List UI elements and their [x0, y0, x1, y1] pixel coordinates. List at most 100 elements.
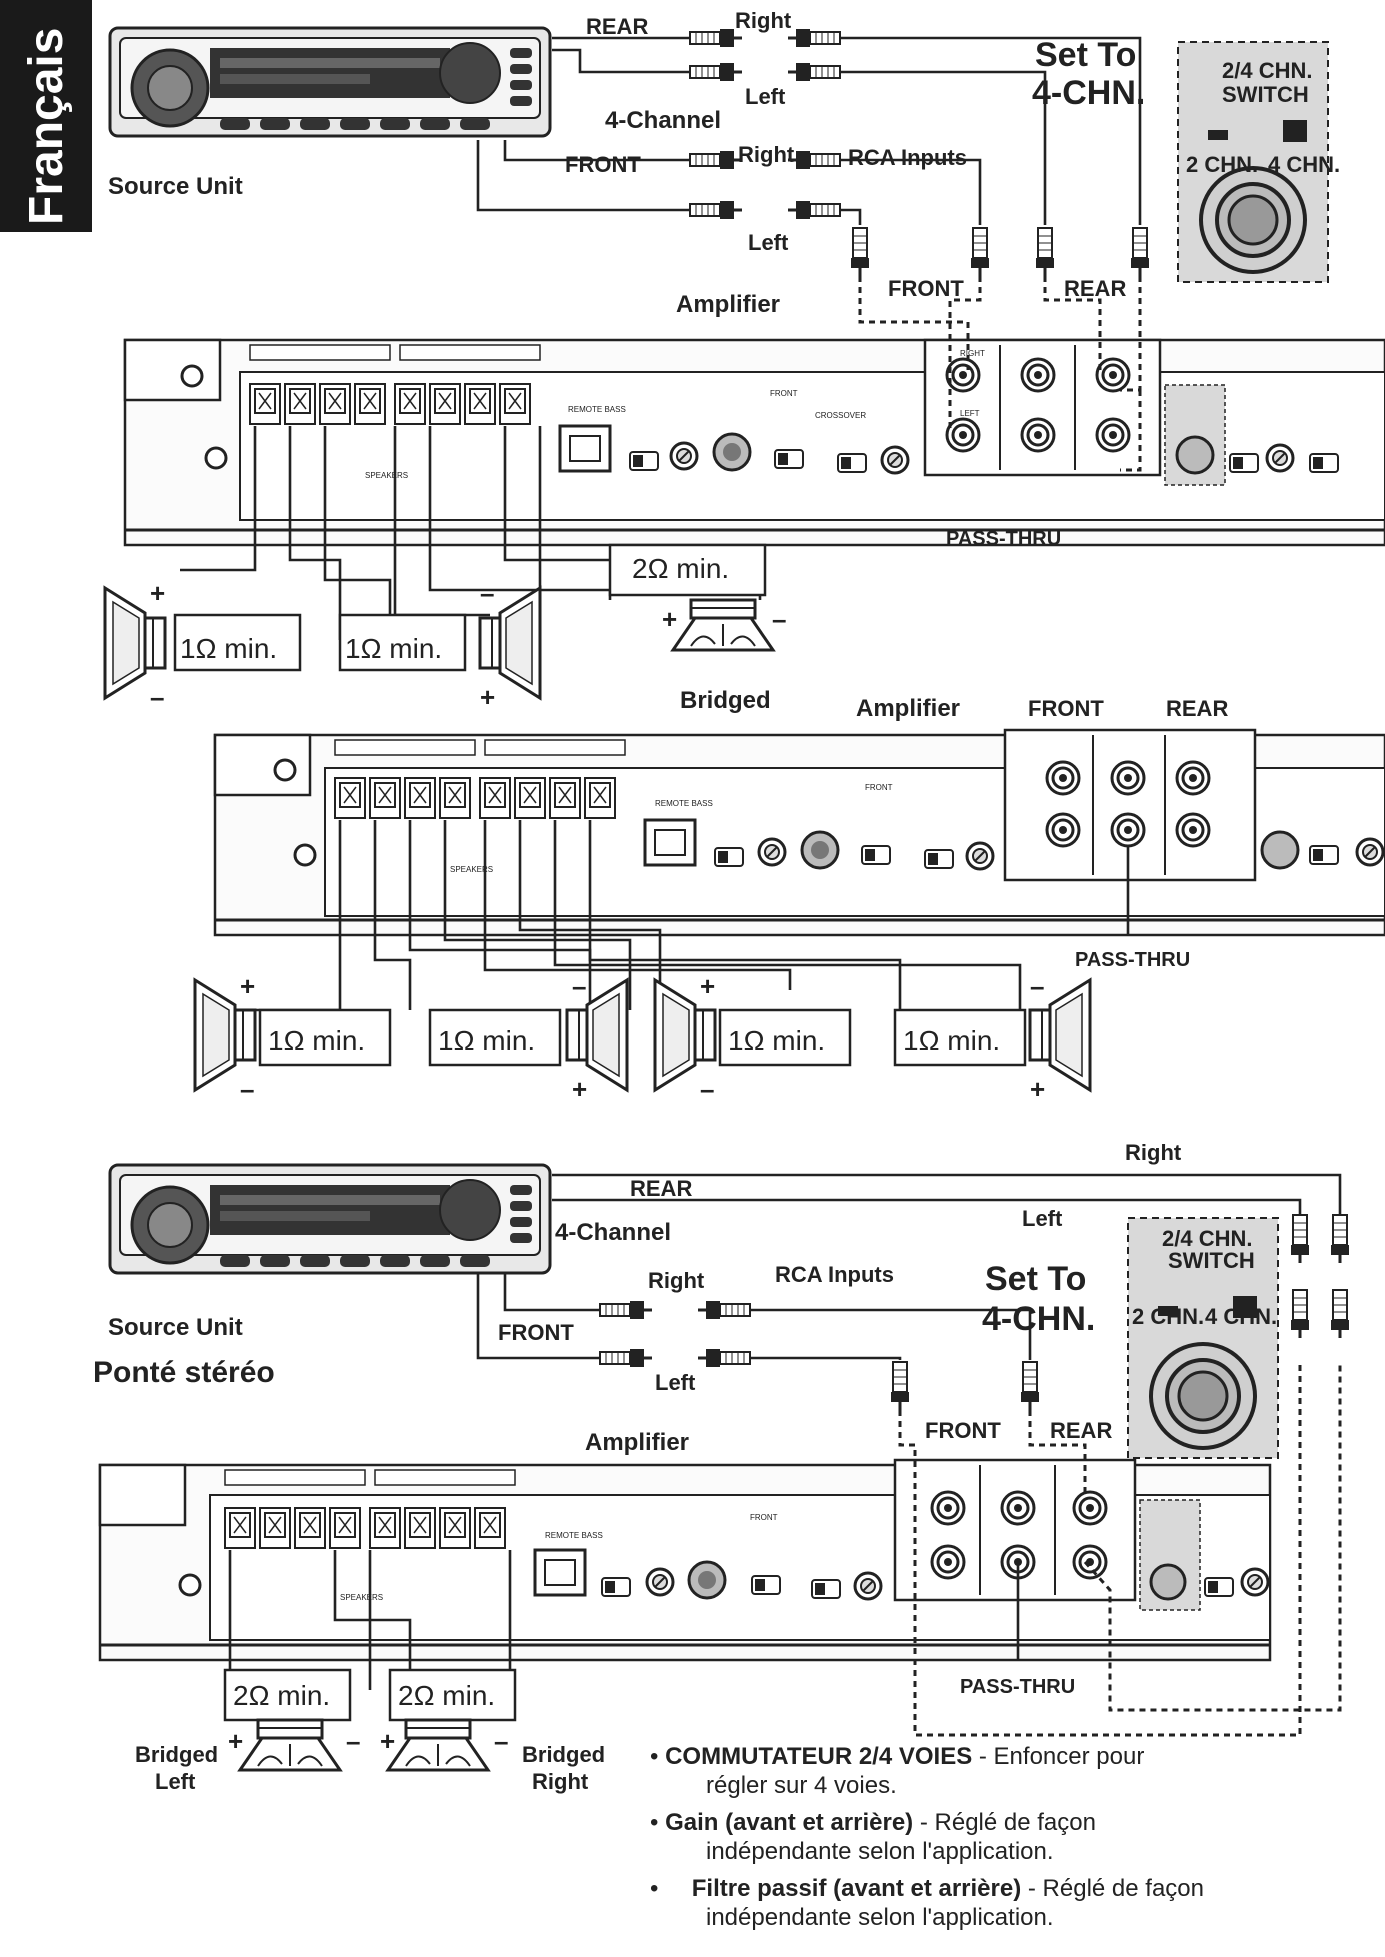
rca-inputs-label-1: RCA Inputs: [848, 145, 967, 170]
front-jack-label-2: FRONT: [1028, 696, 1104, 721]
right-label-1b: Right: [738, 142, 795, 167]
instruction-bold-0: COMMUTATEUR 2/4 VOIES: [665, 1743, 973, 1770]
minus-2a: –: [240, 1074, 254, 1104]
ohm-label-2b: 1Ω min.: [438, 1025, 535, 1056]
minus-1b: –: [480, 578, 494, 608]
two-chn-label-2: 2 CHN.: [1132, 1304, 1204, 1329]
remote-bass-3: REMOTE BASS: [545, 1531, 603, 1540]
pass-thru-label-1: PASS-THRU: [946, 528, 1061, 550]
four-chn-label-1: 4-CHN.: [1032, 74, 1145, 112]
plus-1b: +: [480, 682, 495, 712]
minus-1a: –: [150, 682, 164, 712]
ponte-stereo-label: Ponté stéréo: [93, 1356, 275, 1389]
right-label-3a: Right: [1125, 1140, 1182, 1165]
switch-title-2b: SWITCH: [1168, 1248, 1255, 1273]
four-chn-short-label-1: 4 CHN.: [1268, 152, 1340, 177]
ohm-label-1c: 2Ω min.: [632, 553, 729, 584]
plus-1a: +: [150, 578, 165, 608]
language-tab-label: Français: [20, 28, 73, 225]
right-label-3b: Right: [648, 1268, 705, 1293]
amplifier-2: [213, 728, 1385, 937]
ohm-label-3b: 2Ω min.: [398, 1680, 495, 1711]
ohm-label-1a: 1Ω min.: [180, 633, 277, 664]
instruction-text-2: - Réglé de façon: [1021, 1875, 1204, 1902]
speaker-3-right: [386, 1718, 490, 1772]
ohm-label-3a: 2Ω min.: [233, 1680, 330, 1711]
speaker-1-bridged: [671, 598, 775, 652]
rear-jack-label-1: REAR: [1064, 276, 1126, 301]
plus-3a: +: [228, 1726, 243, 1756]
front-label-1: FRONT: [565, 152, 641, 177]
remote-bass-2: REMOTE BASS: [655, 799, 713, 808]
minus-1c: –: [772, 604, 786, 634]
four-chn-short-label-2: 4 CHN.: [1205, 1304, 1277, 1329]
panel-crossover-1: CROSSOVER: [815, 411, 866, 420]
minus-2c: –: [700, 1074, 714, 1104]
two-chn-label-1: 2 CHN.: [1186, 152, 1258, 177]
left-label-1b: Left: [748, 230, 789, 255]
instruction-item: • COMMUTATEUR 2/4 VOIES - Enfoncer pour …: [650, 1742, 1350, 1800]
instruction-item: • Filtre passif (avant et arrière) - Rég…: [650, 1874, 1350, 1932]
speaker-3-left: [238, 1718, 342, 1772]
amplifier-label-2: Amplifier: [856, 695, 960, 722]
source-unit-label-2: Source Unit: [108, 1314, 243, 1341]
front-label-3: FRONT: [498, 1320, 574, 1345]
source-unit-1: [108, 26, 552, 138]
instruction-text-1: - Réglé de façon: [913, 1809, 1096, 1836]
plus-2a: +: [240, 971, 255, 1001]
four-channel-label-1: 4-Channel: [605, 107, 721, 134]
rca-inputs-label-2: RCA Inputs: [775, 1262, 894, 1287]
four-chn-label-2: 4-CHN.: [982, 1300, 1095, 1338]
left-label-3a: Left: [1022, 1206, 1063, 1231]
amplifier-label-3: Amplifier: [585, 1429, 689, 1456]
panel-front-2: FRONT: [865, 783, 893, 792]
source-unit-2: [108, 1163, 552, 1275]
amplifier-label-1: Amplifier: [676, 291, 780, 318]
left-label-1a: Left: [745, 84, 786, 109]
instruction-text-0: - Enfoncer pour: [972, 1743, 1145, 1770]
plus-1c: +: [662, 604, 677, 634]
bridged-label-1: Bridged: [680, 687, 771, 714]
minus-2d: –: [1030, 971, 1044, 1001]
ohm-label-2a: 1Ω min.: [268, 1025, 365, 1056]
four-channel-label-2: 4-Channel: [555, 1219, 671, 1246]
language-tab: [0, 0, 92, 232]
panel-speakers-1: SPEAKERS: [365, 471, 408, 480]
jack-left-1: LEFT: [960, 409, 980, 418]
rear-label-3: REAR: [630, 1176, 692, 1201]
remote-bass-1: REMOTE BASS: [568, 405, 626, 414]
plus-2b: +: [572, 1074, 587, 1104]
ohm-label-1b: 1Ω min.: [345, 633, 442, 664]
plus-3b: +: [380, 1726, 395, 1756]
instruction-item: • Gain (avant et arrière) - Réglé de faç…: [650, 1808, 1350, 1866]
switch-title-1a: 2/4 CHN.: [1222, 58, 1312, 83]
pass-thru-label-2: PASS-THRU: [1075, 949, 1190, 971]
bridged-left-label-1: Bridged: [135, 1742, 218, 1767]
instruction-cont-0: régler sur 4 voies.: [706, 1772, 897, 1799]
panel-front-3: FRONT: [750, 1513, 778, 1522]
panel-speakers-3: SPEAKERS: [340, 1593, 383, 1602]
bridged-right-label-2: Right: [532, 1769, 589, 1794]
bridged-right-label-1: Bridged: [522, 1742, 605, 1767]
instruction-cont-1: indépendante selon l'application.: [706, 1838, 1054, 1865]
panel-speakers-2: SPEAKERS: [450, 865, 493, 874]
instruction-bold-1: Gain (avant et arrière): [665, 1809, 914, 1836]
instruction-list: • COMMUTATEUR 2/4 VOIES - Enfoncer pour …: [650, 1742, 1350, 1940]
plus-2c: +: [700, 971, 715, 1001]
set-to-label-2: Set To: [985, 1260, 1086, 1298]
front-jack-label-1: FRONT: [888, 276, 964, 301]
instruction-cont-2: indépendante selon l'application.: [706, 1904, 1054, 1931]
rear-jack-label-2: REAR: [1166, 696, 1228, 721]
rear-jack-label-3: REAR: [1050, 1418, 1112, 1443]
front-jack-label-3: FRONT: [925, 1418, 1001, 1443]
set-to-label-1: Set To: [1035, 36, 1136, 74]
instruction-bold-2: Filtre passif (avant et arrière): [691, 1875, 1022, 1902]
switch-title-1b: SWITCH: [1222, 82, 1309, 107]
switch-title-2a: 2/4 CHN.: [1162, 1226, 1252, 1251]
bridged-left-label-2: Left: [155, 1769, 196, 1794]
rear-label-1: REAR: [586, 14, 648, 39]
minus-2b: –: [572, 971, 586, 1001]
amplifier-3: [98, 1458, 1272, 1662]
source-unit-label-1: Source Unit: [108, 173, 243, 200]
panel-front-1: FRONT: [770, 389, 798, 398]
